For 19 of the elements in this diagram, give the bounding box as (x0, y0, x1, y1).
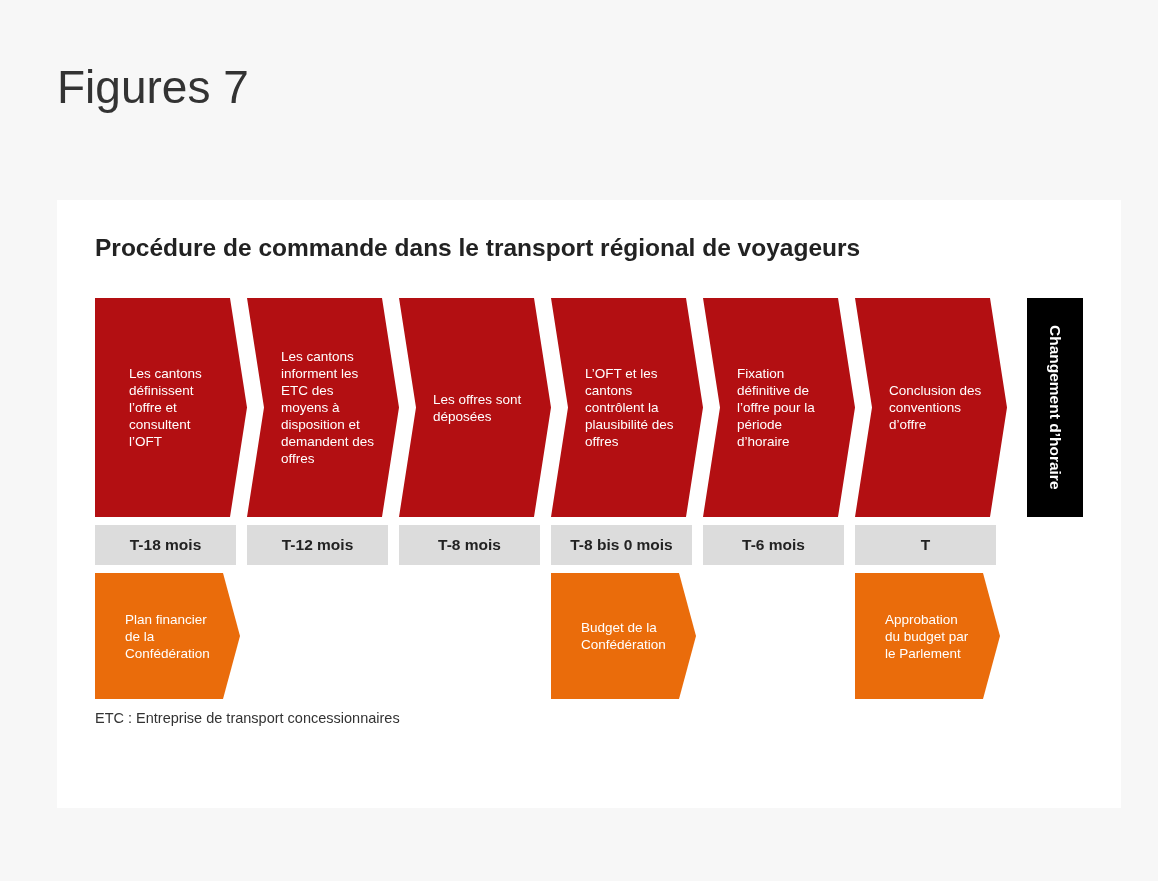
milestone-text: Changement d’horaire (1046, 325, 1064, 490)
time-bar: T-12 mois (247, 525, 388, 565)
step-text: Fixation définitive de l’offre pour la période d’horaire (737, 365, 816, 450)
time-bar: T (855, 525, 996, 565)
step-text: Budget de la Confédération (581, 619, 667, 653)
step-text: Conclusion des conventions d’offre (889, 382, 983, 433)
time-bar: T-8 bis 0 mois (551, 525, 692, 565)
step-text: Les offres sont déposées (433, 390, 523, 425)
step-text: Les cantons définissent l’offre et consultent l’OFT (129, 365, 203, 450)
step-text: Approbation du budget par le Parlement (885, 610, 970, 662)
milestone-bar (1027, 298, 1083, 517)
step-text: Les cantons informent les ETC des moyens à disposition et demandent des offres (281, 348, 376, 467)
step-text: Plan financier de la Confédération (125, 610, 211, 662)
step-text: L’OFT et les cantons contrôlent la plausibilité des offres (585, 365, 675, 450)
page-heading: Figures 7 (57, 60, 249, 114)
time-bar: T-18 mois (95, 525, 236, 565)
diagram-title: Procédure de commande dans le transport régional de voyageurs (95, 234, 861, 262)
time-bar: T-6 mois (703, 525, 844, 565)
time-bar: T-8 mois (399, 525, 540, 565)
